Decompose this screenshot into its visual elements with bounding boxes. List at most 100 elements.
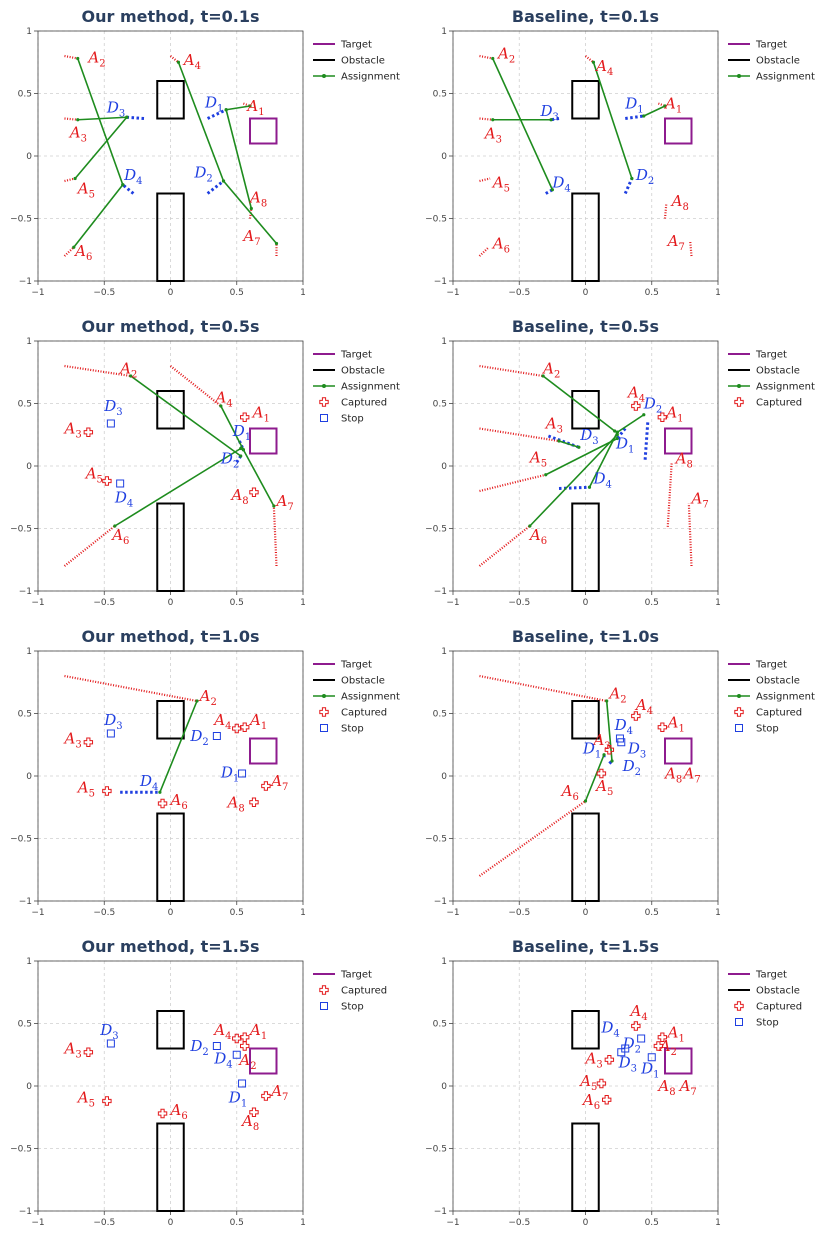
attacker-label: A2 (607, 685, 626, 706)
defender-label: D2 (189, 727, 208, 748)
label-letter: A (629, 1002, 642, 1020)
label-letter: A (656, 1077, 669, 1095)
label-subscript: 1 (258, 107, 264, 118)
attacker-label: A6 (169, 791, 188, 812)
label-letter: A (634, 696, 647, 714)
label-letter: A (544, 415, 557, 433)
y-tick-label: 0 (441, 1082, 447, 1092)
attacker-label: A6 (73, 242, 92, 263)
target-rect (664, 117, 693, 145)
legend-swatch-stop (320, 724, 328, 732)
assignment-marker (610, 759, 614, 763)
legend-swatch-captured (319, 397, 329, 407)
legend-label-obstacle: Obstacle (756, 676, 800, 687)
attacker-trail (63, 525, 116, 567)
x-tick-label: 0.5 (230, 908, 244, 918)
assignment-marker (221, 179, 226, 183)
obstacle-rect (156, 390, 185, 430)
target-rect (249, 737, 278, 765)
label-letter: A (528, 448, 541, 466)
defender-label: D2 (643, 395, 662, 416)
y-tick-label: 1 (441, 647, 447, 657)
chart-title: Our method, t=1.5s (81, 937, 259, 956)
label-letter: A (198, 687, 211, 705)
stop-marker (106, 1039, 115, 1048)
x-tick-label: −1 (31, 1218, 44, 1228)
label-letter: D (592, 470, 605, 488)
legend-label-assignment: Assignment (756, 382, 815, 393)
legend-label-assignment: Assignment (341, 72, 400, 83)
x-tick-label: −0.5 (508, 598, 530, 608)
chart-title: Baseline, t=0.5s (512, 317, 659, 336)
assignment-marker (274, 241, 279, 246)
label-letter: D (643, 395, 656, 413)
label-subscript: 8 (669, 1087, 675, 1098)
captured-marker (240, 412, 250, 422)
assignment-line (616, 414, 645, 433)
x-tick-label: 0 (168, 1218, 174, 1228)
label-letter: A (666, 1023, 679, 1041)
attacker-trail (64, 117, 78, 121)
legend-label-captured: Captured (341, 986, 387, 997)
attacker-label: A4 (629, 1002, 648, 1023)
label-subscript: 2 (648, 176, 654, 187)
captured-marker (261, 781, 271, 791)
label-subscript: 1 (261, 1031, 267, 1042)
defender-label: D2 (635, 166, 654, 187)
x-tick-label: 0.5 (230, 288, 244, 298)
assignment-marker (577, 445, 581, 449)
label-subscript: 2 (656, 405, 662, 416)
x-tick-label: 0 (583, 908, 589, 918)
y-tick-label: 1 (26, 647, 32, 657)
label-subscript: 6 (541, 536, 547, 547)
y-tick-label: −0.5 (425, 215, 447, 225)
defender-trail (126, 115, 145, 120)
captured-marker (102, 476, 112, 486)
y-tick-label: −0.5 (425, 1145, 447, 1155)
label-letter: D (618, 1053, 631, 1071)
assignment-marker (602, 753, 606, 757)
assignment-marker (663, 104, 667, 108)
obstacle-rect (571, 390, 600, 430)
assignment-marker (591, 60, 596, 64)
assignment-marker (615, 430, 619, 434)
assignment-marker (550, 188, 554, 192)
assignment-line (588, 431, 619, 488)
y-tick-label: 0 (441, 152, 447, 162)
attacker-trail (64, 364, 131, 378)
label-letter: D (614, 716, 627, 734)
legend-label-target: Target (340, 350, 372, 361)
obstacle-rect (571, 80, 600, 120)
legend-label-assignment: Assignment (756, 72, 815, 83)
label-subscript: 6 (181, 1111, 187, 1122)
label-letter: A (560, 782, 573, 800)
chart-title: Baseline, t=0.1s (512, 7, 659, 26)
attacker-label: A5 (594, 777, 613, 798)
label-subscript: 2 (671, 1047, 677, 1058)
label-letter: D (99, 1021, 112, 1039)
legend-swatch-stop (320, 414, 328, 422)
y-tick-label: −0.5 (10, 835, 32, 845)
captured-marker (631, 1021, 641, 1031)
label-letter: D (193, 163, 206, 181)
defender-trail (206, 179, 225, 195)
label-letter: A (68, 123, 81, 141)
y-tick-label: −0.5 (425, 835, 447, 845)
label-letter: D (622, 1035, 635, 1053)
captured-marker (657, 722, 668, 732)
assignment-line (77, 116, 127, 121)
label-subscript: 2 (509, 55, 515, 66)
x-tick-label: 0.5 (230, 598, 244, 608)
attacker-label: A3 (584, 1050, 603, 1071)
captured-marker (631, 711, 641, 721)
label-subscript: 1 (637, 105, 643, 116)
legend-swatch-stop (320, 1002, 328, 1010)
y-tick-label: −0.5 (10, 525, 32, 535)
